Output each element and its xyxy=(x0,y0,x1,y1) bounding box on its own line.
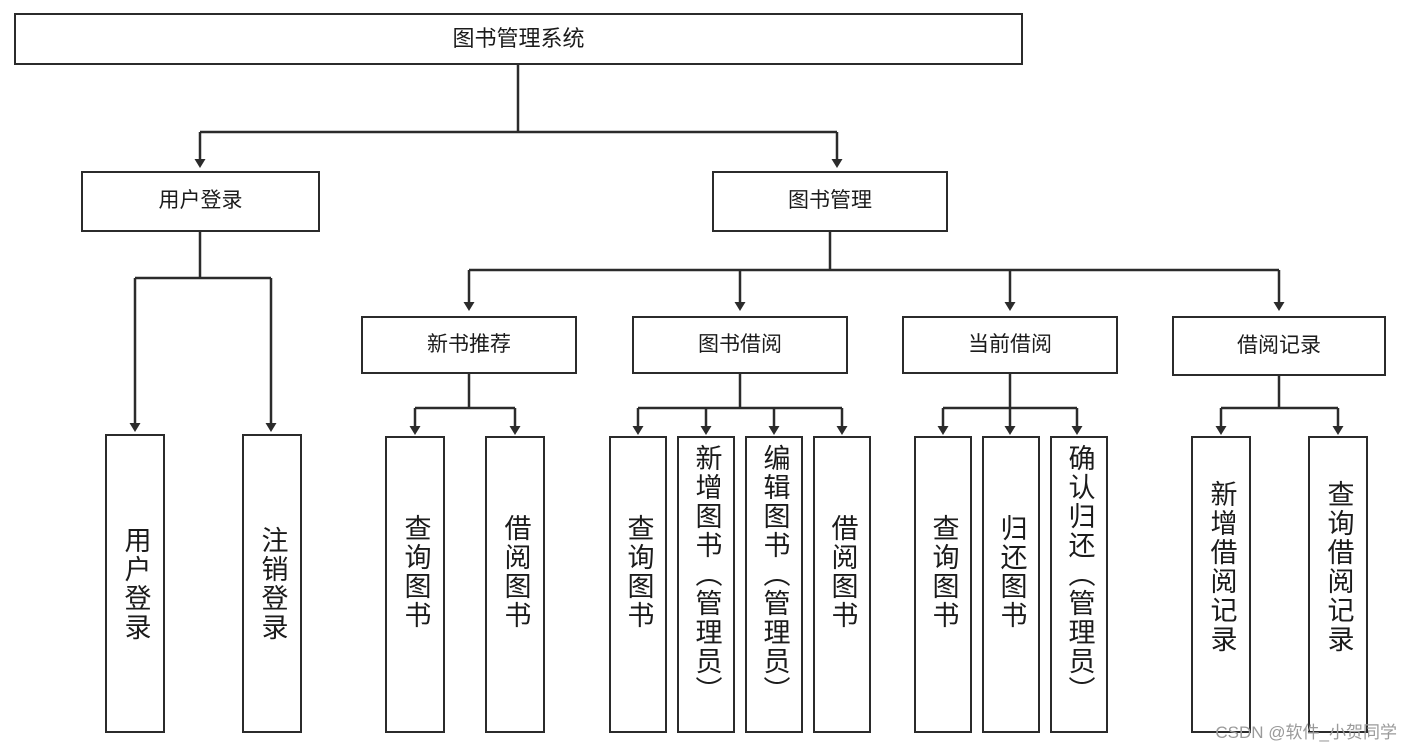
node-leaf-logout-label: 注销登录 xyxy=(257,526,288,642)
node-leaf-query-book-borrow[interactable]: 查询图书 xyxy=(609,436,667,733)
node-book-management-label: 图书管理 xyxy=(788,189,872,213)
node-leaf-borrow-book[interactable]: 借阅图书 xyxy=(813,436,871,733)
node-root[interactable]: 图书管理系统 xyxy=(14,13,1023,65)
node-new-book-recommend-label: 新书推荐 xyxy=(427,332,511,356)
node-current-borrow[interactable]: 当前借阅 xyxy=(902,316,1118,374)
node-leaf-user-login-label: 用户登录 xyxy=(120,526,151,642)
node-new-book-recommend[interactable]: 新书推荐 xyxy=(361,316,577,374)
node-leaf-confirm-return-admin[interactable]: 确认归还（管理员） xyxy=(1050,436,1108,733)
node-leaf-add-book-admin[interactable]: 新增图书（管理员） xyxy=(677,436,735,733)
node-leaf-add-borrow-record-label: 新增借阅记录 xyxy=(1206,480,1237,654)
node-leaf-query-borrow-record-label: 查询借阅记录 xyxy=(1323,480,1354,654)
node-borrow-records[interactable]: 借阅记录 xyxy=(1172,316,1386,376)
node-leaf-borrow-book-label: 借阅图书 xyxy=(827,514,858,630)
node-leaf-user-login[interactable]: 用户登录 xyxy=(105,434,165,733)
node-leaf-borrow-book-new-label: 借阅图书 xyxy=(500,514,531,630)
node-leaf-edit-book-admin[interactable]: 编辑图书（管理员） xyxy=(745,436,803,733)
node-leaf-logout[interactable]: 注销登录 xyxy=(242,434,302,733)
node-user-login-label: 用户登录 xyxy=(158,189,243,213)
node-leaf-confirm-return-admin-label: 确认归还（管理员） xyxy=(1064,444,1095,705)
node-leaf-query-book-new-label: 查询图书 xyxy=(400,514,431,630)
node-leaf-edit-book-admin-label: 编辑图书（管理员） xyxy=(759,444,790,705)
node-leaf-return-book-label: 归还图书 xyxy=(996,514,1027,630)
node-leaf-return-book[interactable]: 归还图书 xyxy=(982,436,1040,733)
node-leaf-query-book-current[interactable]: 查询图书 xyxy=(914,436,972,733)
node-book-borrow[interactable]: 图书借阅 xyxy=(632,316,848,374)
node-leaf-borrow-book-new[interactable]: 借阅图书 xyxy=(485,436,545,733)
node-leaf-query-book-new[interactable]: 查询图书 xyxy=(385,436,445,733)
node-leaf-add-book-admin-label: 新增图书（管理员） xyxy=(691,444,722,705)
node-user-login[interactable]: 用户登录 xyxy=(81,171,320,232)
node-leaf-add-borrow-record[interactable]: 新增借阅记录 xyxy=(1191,436,1251,733)
node-leaf-query-borrow-record[interactable]: 查询借阅记录 xyxy=(1308,436,1368,733)
node-leaf-query-book-borrow-label: 查询图书 xyxy=(623,514,654,630)
node-book-management[interactable]: 图书管理 xyxy=(712,171,948,232)
node-leaf-query-book-current-label: 查询图书 xyxy=(928,514,959,630)
node-borrow-records-label: 借阅记录 xyxy=(1237,333,1321,357)
node-current-borrow-label: 当前借阅 xyxy=(968,332,1052,356)
node-book-borrow-label: 图书借阅 xyxy=(698,332,782,356)
node-root-label: 图书管理系统 xyxy=(452,26,585,52)
